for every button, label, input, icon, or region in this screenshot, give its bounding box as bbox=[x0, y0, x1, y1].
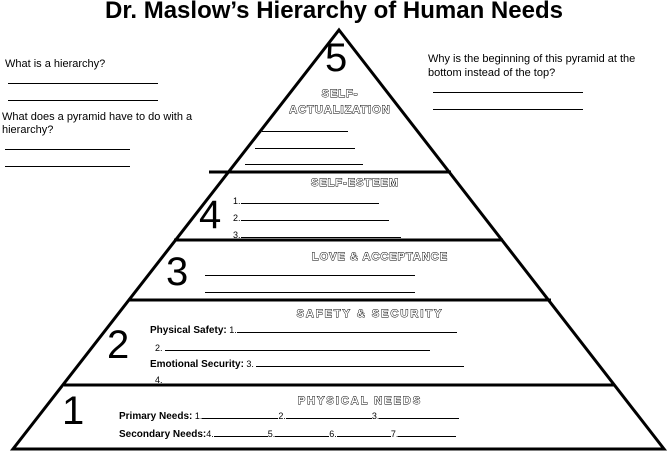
answer-line[interactable] bbox=[262, 131, 348, 132]
physical-safety-row-1: Physical Safety: 1. bbox=[150, 323, 457, 337]
question-beginning-bottom-line1: Why is the beginning of this pyramid at … bbox=[428, 53, 636, 65]
physical-safety-row-2: 2. bbox=[155, 341, 431, 354]
primary-needs-row: Primary Needs: 1.2.3. bbox=[119, 409, 460, 423]
level-4-name: SELF-ESTEEM bbox=[310, 177, 399, 190]
level-5-number: 5 bbox=[325, 36, 348, 80]
level-2-name: SAFETY & SECURITY bbox=[296, 308, 444, 321]
answer-line[interactable] bbox=[433, 109, 583, 110]
answer-line[interactable] bbox=[205, 275, 415, 276]
level-5-name-line2: ACTUALIZATION bbox=[289, 104, 391, 117]
question-pyramid-hierarchy-line1: What does a pyramid have to do with a bbox=[2, 111, 193, 123]
level-4-item: 1. bbox=[233, 194, 379, 207]
level-4-item: 2. bbox=[233, 211, 389, 224]
answer-line[interactable] bbox=[5, 166, 130, 167]
level-3-name: LOVE & ACCEPTANCE bbox=[311, 251, 449, 264]
answer-line[interactable] bbox=[433, 92, 583, 93]
question-beginning-bottom-line2: bottom instead of the top? bbox=[428, 67, 556, 79]
emotional-security-row-2: 4. bbox=[155, 375, 163, 385]
level-2-number: 2 bbox=[107, 323, 130, 367]
level-1-name: PHYSICAL NEEDS bbox=[297, 395, 423, 408]
question-what-is-hierarchy: What is a hierarchy? bbox=[5, 58, 106, 70]
answer-line[interactable] bbox=[245, 164, 363, 165]
answer-line[interactable] bbox=[205, 292, 415, 293]
emotional-security-row-1: Emotional Security: 3. bbox=[150, 357, 465, 371]
level-4-number: 4 bbox=[199, 193, 222, 237]
answer-line[interactable] bbox=[255, 148, 355, 149]
question-pyramid-hierarchy-line2: hierarchy? bbox=[2, 124, 54, 136]
level-5-name-line1: SELF- bbox=[321, 88, 359, 101]
level-1-number: 1 bbox=[62, 389, 85, 433]
page-title: Dr. Maslow’s Hierarchy of Human Needs bbox=[105, 0, 563, 24]
answer-line[interactable] bbox=[5, 149, 130, 150]
level-3-number: 3 bbox=[166, 250, 189, 294]
secondary-needs-row: Secondary Needs:4.5.6.7. bbox=[119, 427, 457, 441]
answer-line[interactable] bbox=[8, 100, 158, 101]
level-4-item: 3. bbox=[233, 228, 401, 241]
answer-line[interactable] bbox=[8, 83, 158, 84]
